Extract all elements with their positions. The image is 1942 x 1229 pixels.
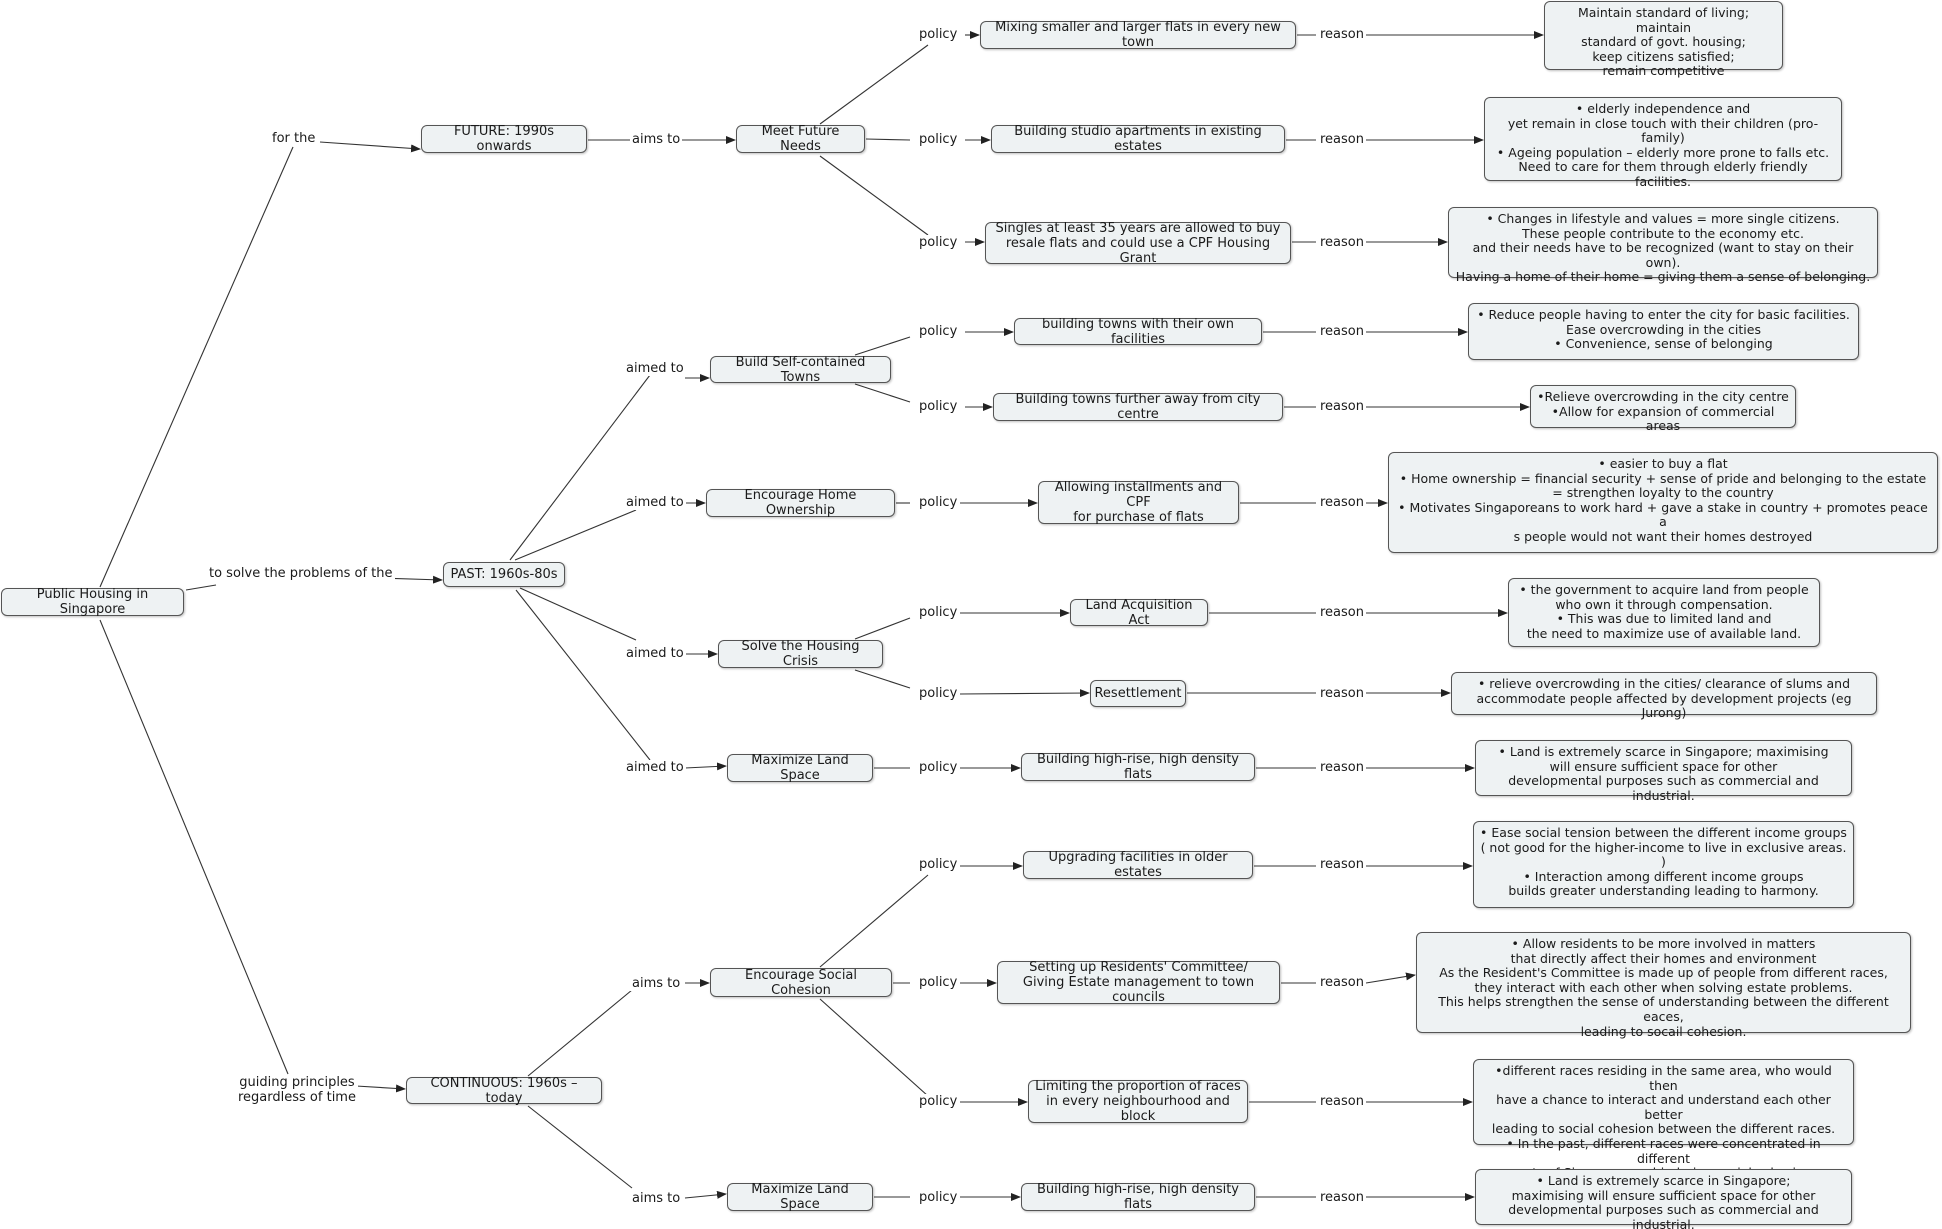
label-reason: reason bbox=[1318, 605, 1366, 620]
aim-self-contained-towns[interactable]: Build Self-contained Towns bbox=[710, 355, 891, 385]
connector-arrow bbox=[684, 1190, 727, 1199]
label-to-solve: to solve the problems of the bbox=[207, 566, 395, 581]
connector-line bbox=[819, 155, 929, 236]
label-reason: reason bbox=[1318, 495, 1366, 510]
era-past[interactable]: PAST: 1960s-80s bbox=[443, 562, 565, 587]
aim-social-cohesion[interactable]: Encourage Social Cohesion bbox=[710, 968, 892, 998]
aim-meet-future-needs[interactable]: Meet Future Needs bbox=[736, 124, 865, 154]
label-aims-to: aims to bbox=[630, 132, 683, 147]
label-policy: policy bbox=[917, 760, 960, 775]
connector-arrow bbox=[1365, 972, 1416, 984]
reason-home-ownership: • easier to buy a flat • Home ownership … bbox=[1388, 452, 1938, 553]
label-policy: policy bbox=[917, 132, 960, 147]
reason-high-rise-past: • Land is extremely scarce in Singapore;… bbox=[1475, 740, 1852, 803]
label-reason: reason bbox=[1318, 399, 1366, 414]
connector-line bbox=[854, 669, 911, 689]
label-aimed-to: aimed to bbox=[624, 646, 686, 661]
policy-upgrading-facilities[interactable]: Upgrading facilities in older estates bbox=[1023, 850, 1253, 880]
label-reason: reason bbox=[1318, 857, 1366, 872]
label-aims-to: aims to bbox=[630, 976, 683, 991]
label-aimed-to: aimed to bbox=[624, 495, 686, 510]
connector-arrow bbox=[355, 1084, 406, 1093]
reason-studio-apartments: • elderly independence and yet remain in… bbox=[1484, 97, 1842, 189]
reason-resettlement: • relieve overcrowding in the cities/ cl… bbox=[1451, 672, 1877, 720]
reason-mixing-flats: Maintain standard of living; maintain st… bbox=[1544, 1, 1783, 78]
root-node[interactable]: Public Housing in Singapore bbox=[1, 587, 184, 617]
connector-line bbox=[854, 336, 911, 356]
label-policy: policy bbox=[917, 495, 960, 510]
label-reason: reason bbox=[1318, 27, 1366, 42]
connector-line bbox=[514, 509, 637, 561]
connector-line bbox=[854, 617, 911, 640]
label-aimed-to: aimed to bbox=[624, 760, 686, 775]
label-policy: policy bbox=[917, 605, 960, 620]
connector-line bbox=[515, 589, 651, 761]
label-reason: reason bbox=[1318, 1190, 1366, 1205]
label-guiding: guiding principles regardless of time bbox=[236, 1075, 358, 1105]
connector-line bbox=[99, 619, 289, 1075]
reason-residents-committee: • Allow residents to be more involved in… bbox=[1416, 932, 1911, 1038]
connector-line bbox=[854, 383, 911, 403]
label-policy: policy bbox=[917, 235, 960, 250]
label-reason: reason bbox=[1318, 235, 1366, 250]
connector-line bbox=[185, 584, 217, 591]
policy-limiting-races[interactable]: Limiting the proportion of races in ever… bbox=[1028, 1079, 1248, 1124]
era-future[interactable]: FUTURE: 1990s onwards bbox=[421, 124, 587, 154]
connector-line bbox=[527, 1105, 633, 1189]
connector-arrow bbox=[684, 762, 727, 771]
label-policy: policy bbox=[917, 686, 960, 701]
aim-housing-crisis[interactable]: Solve the Housing Crisis bbox=[718, 639, 883, 669]
label-reason: reason bbox=[1318, 132, 1366, 147]
label-policy: policy bbox=[917, 324, 960, 339]
aim-home-ownership[interactable]: Encourage Home Ownership bbox=[706, 488, 895, 518]
connector-line bbox=[99, 146, 294, 588]
label-aims-to: aims to bbox=[630, 1191, 683, 1206]
label-reason: reason bbox=[1318, 324, 1366, 339]
label-policy: policy bbox=[917, 1094, 960, 1109]
connector-line bbox=[819, 44, 929, 125]
connector-line bbox=[819, 874, 929, 968]
label-policy: policy bbox=[917, 857, 960, 872]
connector-arrow bbox=[959, 689, 1090, 698]
policy-towns-own-facilities[interactable]: building towns with their own facilities bbox=[1014, 317, 1262, 347]
policy-studio-apartments[interactable]: Building studio apartments in existing e… bbox=[991, 124, 1285, 154]
reason-land-acquisition: • the government to acquire land from pe… bbox=[1508, 578, 1820, 647]
label-reason: reason bbox=[1318, 1094, 1366, 1109]
policy-high-rise-cont[interactable]: Building high-rise, high density flats bbox=[1021, 1182, 1255, 1212]
label-aimed-to: aimed to bbox=[624, 361, 686, 376]
label-reason: reason bbox=[1318, 760, 1366, 775]
policy-mixing-flats[interactable]: Mixing smaller and larger flats in every… bbox=[980, 20, 1296, 50]
connector-line bbox=[509, 374, 651, 561]
reason-singles-resale: • Changes in lifestyle and values = more… bbox=[1448, 207, 1878, 284]
policy-singles-resale[interactable]: Singles at least 35 years are allowed to… bbox=[985, 221, 1291, 266]
connector-line bbox=[519, 587, 637, 641]
label-reason: reason bbox=[1318, 975, 1366, 990]
label-policy: policy bbox=[917, 975, 960, 990]
policy-residents-committee[interactable]: Setting up Residents' Committee/ Giving … bbox=[997, 960, 1280, 1005]
label-policy: policy bbox=[917, 399, 960, 414]
era-continuous[interactable]: CONTINUOUS: 1960s – today bbox=[406, 1076, 602, 1106]
policy-towns-further-away[interactable]: Building towns further away from city ce… bbox=[993, 392, 1283, 422]
reason-own-facilities: • Reduce people having to enter the city… bbox=[1468, 303, 1859, 360]
policy-high-rise-past[interactable]: Building high-rise, high density flats bbox=[1021, 752, 1255, 782]
connector-arrow bbox=[319, 141, 421, 153]
label-reason: reason bbox=[1318, 686, 1366, 701]
label-for-the: for the bbox=[270, 131, 318, 146]
policy-installments-cpf[interactable]: Allowing installments and CPF for purcha… bbox=[1038, 480, 1239, 525]
connector-line bbox=[819, 998, 929, 1097]
connector-line bbox=[527, 989, 633, 1077]
reason-high-rise-cont: • Land is extremely scarce in Singapore;… bbox=[1475, 1169, 1852, 1229]
policy-resettlement[interactable]: Resettlement bbox=[1090, 680, 1186, 707]
policy-land-acquisition-act[interactable]: Land Acquisition Act bbox=[1070, 598, 1208, 628]
reason-limiting-races: •different races residing in the same ar… bbox=[1473, 1059, 1854, 1180]
label-policy: policy bbox=[917, 27, 960, 42]
reason-upgrading: • Ease social tension between the differ… bbox=[1473, 821, 1854, 908]
aim-maximize-land-cont[interactable]: Maximize Land Space bbox=[727, 1182, 873, 1212]
aim-maximize-land-past[interactable]: Maximize Land Space bbox=[727, 753, 873, 783]
label-policy: policy bbox=[917, 1190, 960, 1205]
reason-further-away: •Relieve overcrowding in the city centre… bbox=[1530, 385, 1796, 433]
connector-line bbox=[865, 138, 911, 141]
